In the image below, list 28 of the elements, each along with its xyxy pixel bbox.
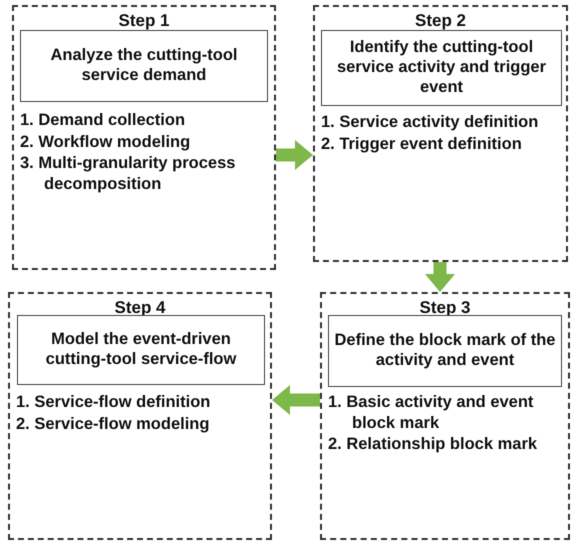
step-heading: Step 2	[414, 11, 468, 31]
list-item: 1. Basic activity and event block mark	[328, 392, 534, 434]
block-arrow	[276, 140, 313, 170]
list-item: 1. Demand collection	[20, 110, 186, 131]
list-item: 3. Multi-granularity process decomposition	[20, 153, 236, 194]
list-item: 1. Service activity definition	[321, 112, 540, 133]
list-item: 2. Trigger event definition	[321, 134, 523, 154]
step-heading: Step 4	[113, 298, 167, 318]
step-title: Define the block mark of the activity and event	[334, 331, 556, 371]
step-panel	[12, 5, 276, 270]
list-item: 2. Relationship block mark	[328, 434, 538, 455]
step-title-box	[20, 30, 268, 102]
step-title-box	[328, 315, 562, 387]
list-item: 2. Workflow modeling	[20, 132, 192, 152]
list-item: 2. Service-flow modeling	[16, 414, 210, 434]
step-heading: Step 3	[418, 298, 472, 318]
step-heading: Step 1	[117, 11, 171, 31]
step-title-box	[321, 30, 562, 106]
step-title: Model the event-driven cutting-tool service-flow	[44, 330, 238, 370]
block-arrow	[272, 385, 320, 415]
step-title: Identify the cutting-tool service activity and trigger event	[336, 38, 548, 98]
block-arrow	[425, 262, 455, 292]
step-title-box	[17, 315, 265, 385]
step-panel	[8, 292, 272, 540]
list-item: 1. Service-flow definition	[16, 392, 212, 413]
step-panel	[313, 5, 568, 262]
step-title: Analyze the cutting-tool service demand	[50, 46, 238, 86]
step-panel	[320, 292, 570, 540]
